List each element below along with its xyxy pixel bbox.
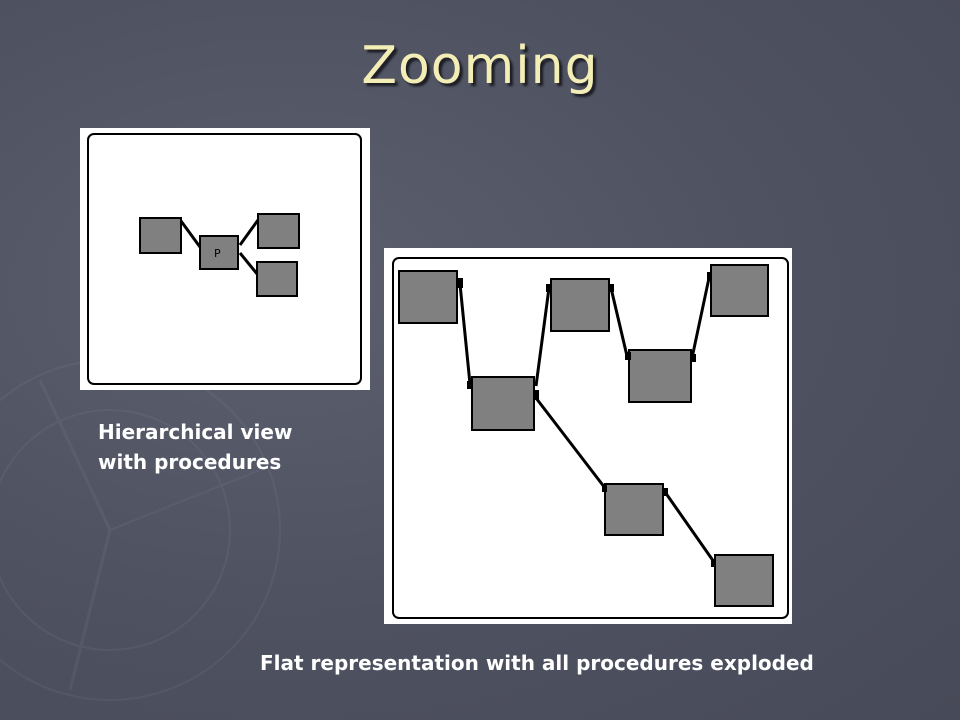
hierarchical-view-caption: Hierarchical view with procedures	[98, 417, 358, 477]
flat-node-1	[398, 270, 458, 324]
node-left	[139, 217, 182, 254]
flat-representation-diagram	[384, 248, 792, 624]
flat-node-2	[471, 376, 535, 431]
procedure-label: P	[214, 247, 221, 260]
caption-left-line2: with procedures	[98, 450, 282, 474]
hierarchical-view-diagram: P	[80, 128, 370, 390]
flat-node-3	[550, 278, 610, 332]
flat-node-4	[628, 349, 692, 403]
slide-title: Zooming	[361, 36, 599, 96]
node-top-right	[257, 213, 300, 249]
node-bottom-right	[256, 261, 298, 297]
flat-node-5	[710, 264, 769, 317]
node-procedure	[199, 235, 239, 270]
caption-left-line1: Hierarchical view	[98, 420, 293, 444]
flat-representation-caption: Flat representation with all procedures …	[260, 651, 814, 675]
flat-node-7	[714, 554, 774, 607]
flat-node-6	[604, 483, 664, 536]
